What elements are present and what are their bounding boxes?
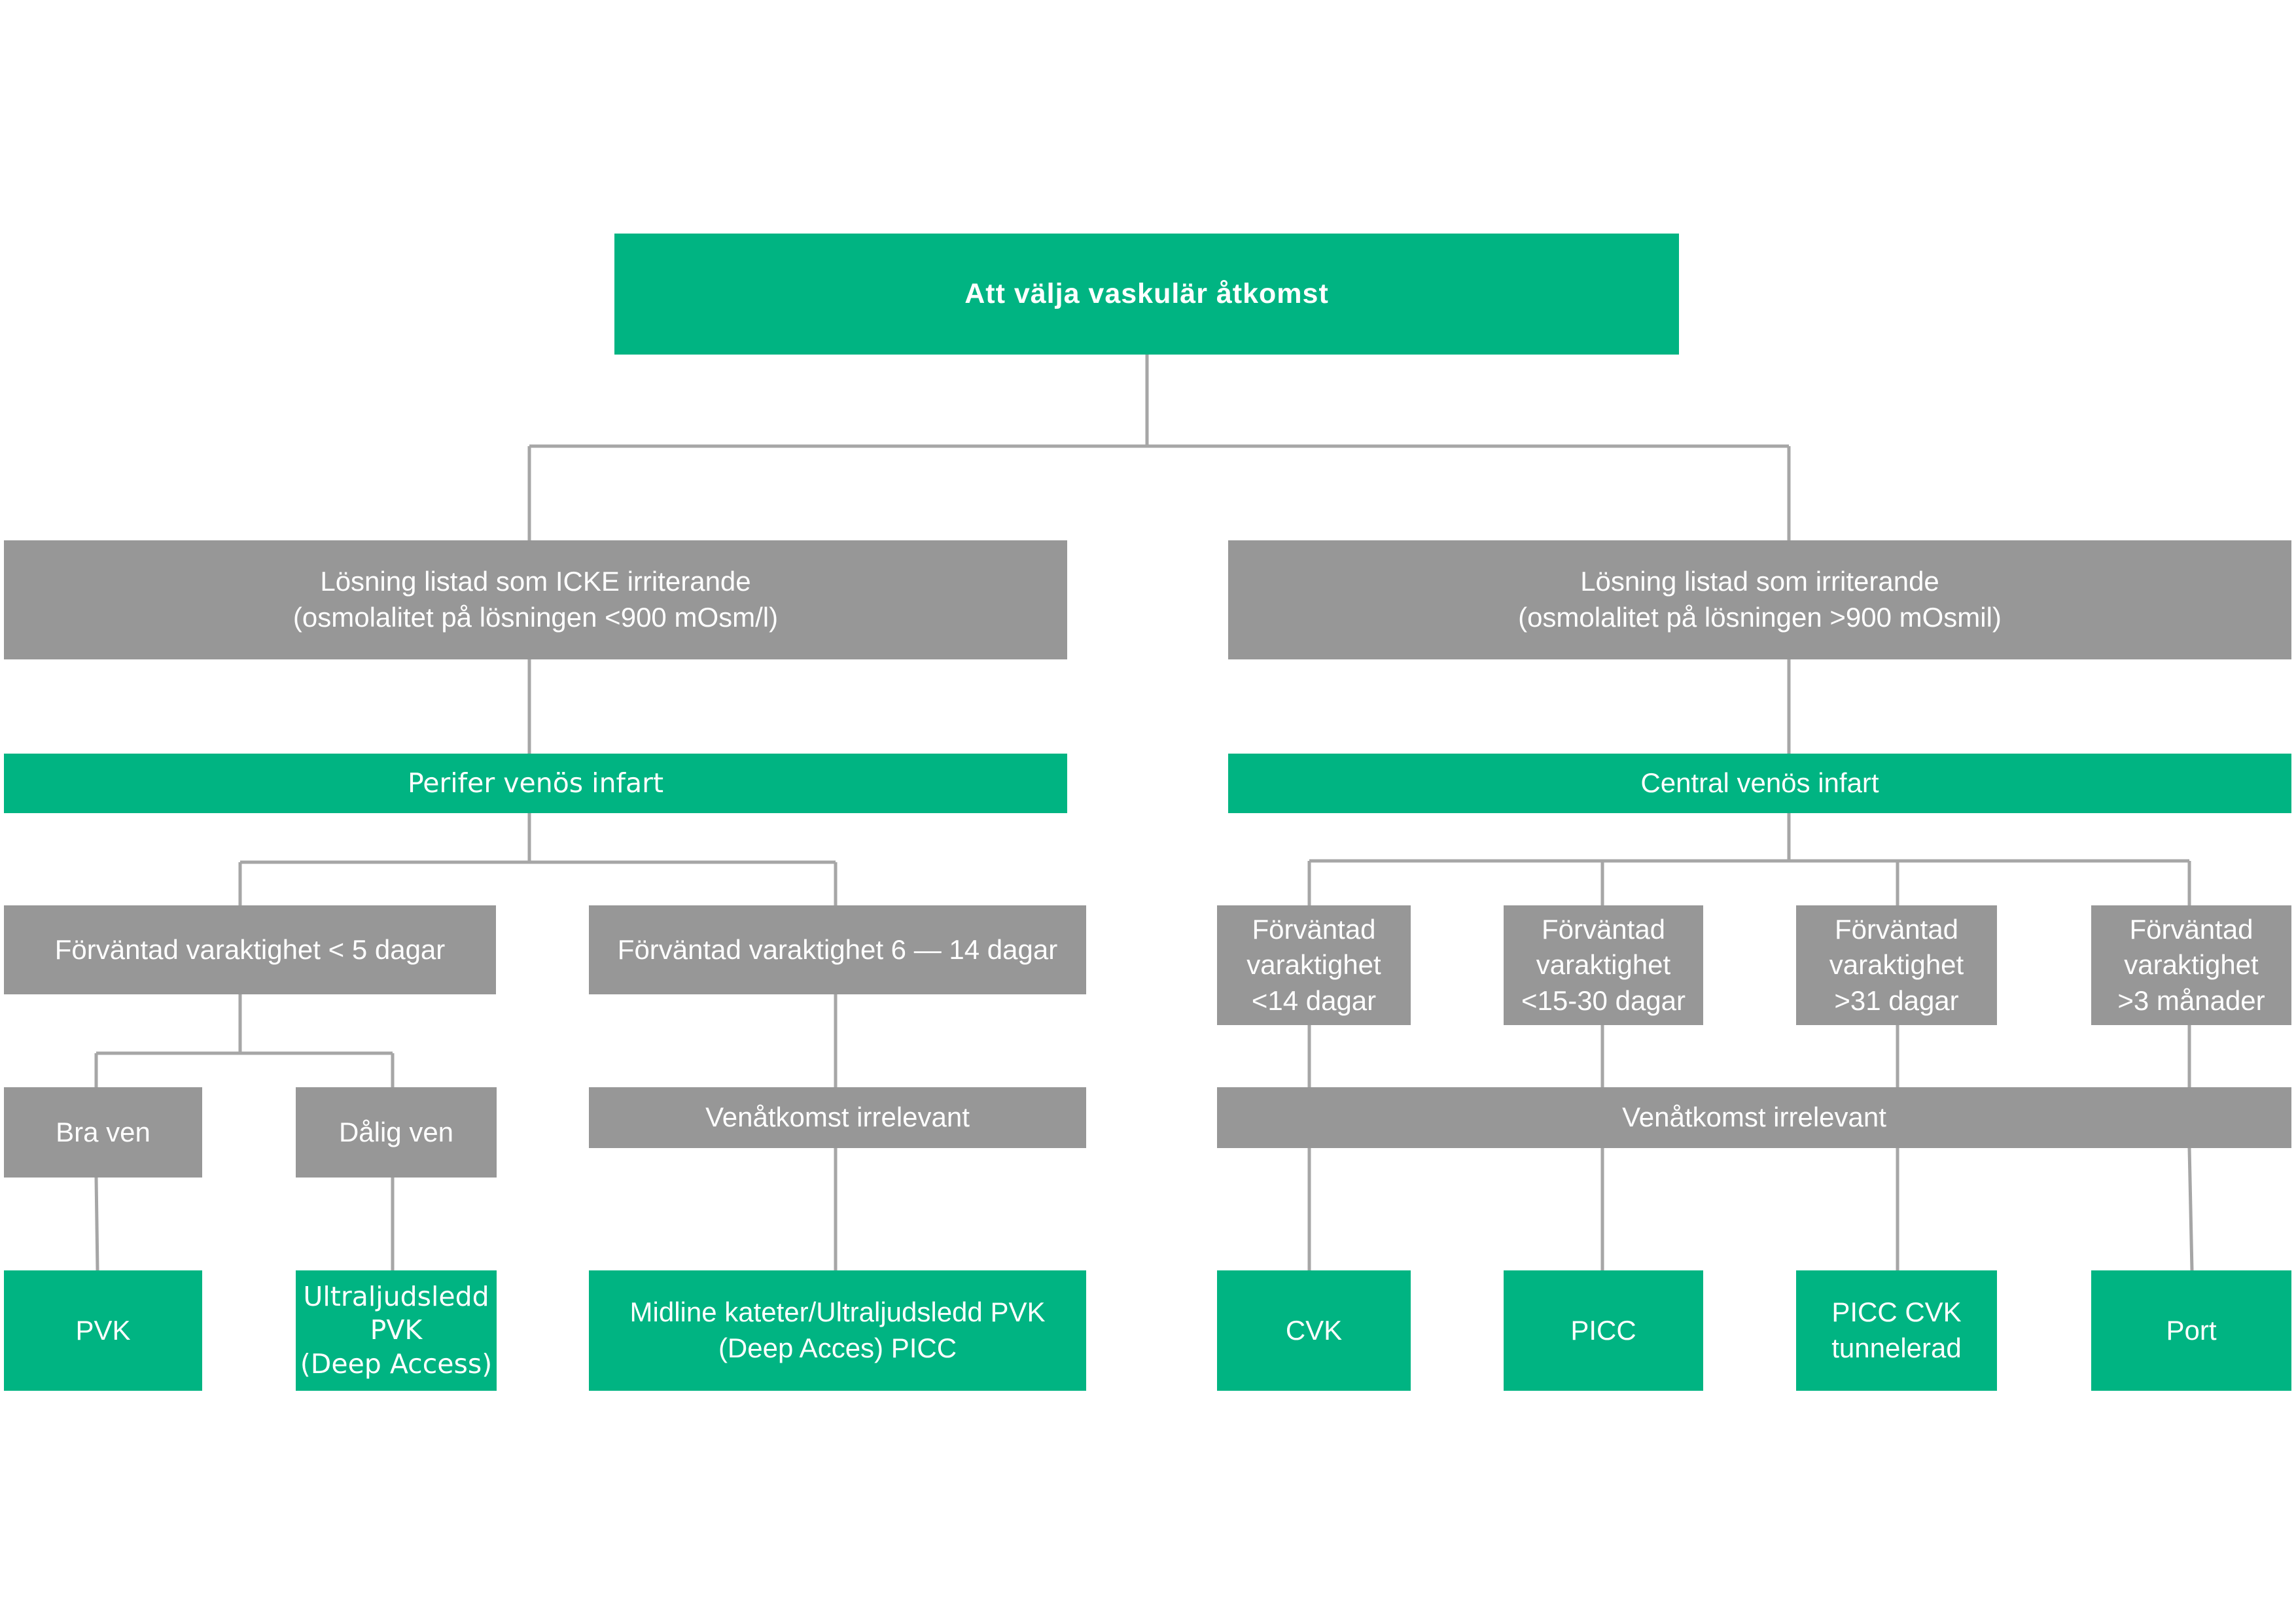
duration-over-3-months-text: Förväntad varaktighet >3 månader bbox=[2117, 913, 2265, 1016]
route-central-text: Central venös infart bbox=[1640, 767, 1879, 799]
result-ultrasound-pvk-text: Ultraljudsledd PVK (Deep Access) bbox=[300, 1281, 493, 1380]
duration-6-14-days-text: Förväntad varaktighet 6 — 14 dagar bbox=[617, 934, 1058, 965]
duration-over-31-days-text: Förväntad varaktighet >31 dagar bbox=[1829, 913, 1964, 1016]
route-peripheral-text: Perifer venös infart bbox=[407, 767, 664, 799]
condition-irritating: Lösning listad som irriterande (osmolali… bbox=[1228, 540, 2291, 659]
result-pvk-text: PVK bbox=[75, 1314, 131, 1346]
result-picc-text: PICC bbox=[1570, 1314, 1636, 1346]
result-cvk-text: CVK bbox=[1285, 1314, 1343, 1346]
duration-under-14-days-text: Förväntad varaktighet <14 dagar bbox=[1246, 913, 1381, 1016]
vein-irrelevant-left-text: Venåtkomst irrelevant bbox=[705, 1102, 970, 1133]
vein-irrelevant-right: Venåtkomst irrelevant bbox=[1217, 1087, 2291, 1148]
duration-15-30-days-text: Förväntad varaktighet <15-30 dagar bbox=[1521, 913, 1686, 1016]
result-port-text: Port bbox=[2166, 1314, 2217, 1346]
condition-not-irritating: Lösning listad som ICKE irriterande (osm… bbox=[4, 540, 1067, 659]
vein-irrelevant-left: Venåtkomst irrelevant bbox=[589, 1087, 1086, 1148]
result-ultrasound-pvk: Ultraljudsledd PVK (Deep Access) bbox=[296, 1270, 497, 1391]
result-port: Port bbox=[2091, 1270, 2291, 1391]
condition-irritating-text: Lösning listad som irriterande (osmolali… bbox=[1518, 566, 2002, 633]
diagram-title: Att välja vaskulär åtkomst bbox=[614, 234, 1679, 355]
duration-over-3-months: Förväntad varaktighet >3 månader bbox=[2091, 905, 2291, 1025]
result-picc-cvk-tunneled: PICC CVK tunnelerad bbox=[1796, 1270, 1997, 1391]
result-cvk: CVK bbox=[1217, 1270, 1411, 1391]
result-pvk: PVK bbox=[4, 1270, 202, 1391]
duration-under-5-days-text: Förväntad varaktighet < 5 dagar bbox=[54, 934, 446, 965]
duration-15-30-days: Förväntad varaktighet <15-30 dagar bbox=[1504, 905, 1703, 1025]
duration-over-31-days: Förväntad varaktighet >31 dagar bbox=[1796, 905, 1997, 1025]
good-vein-text: Bra ven bbox=[56, 1116, 150, 1147]
connector bbox=[94, 1177, 99, 1271]
route-central: Central venös infart bbox=[1228, 754, 2291, 813]
route-peripheral: Perifer venös infart bbox=[4, 754, 1067, 813]
connector bbox=[2187, 1147, 2194, 1271]
duration-6-14-days: Förväntad varaktighet 6 — 14 dagar bbox=[589, 905, 1086, 994]
result-midline: Midline kateter/Ultraljudsledd PVK (Deep… bbox=[589, 1270, 1086, 1391]
duration-under-14-days: Förväntad varaktighet <14 dagar bbox=[1217, 905, 1411, 1025]
result-picc-cvk-tunneled-text: PICC CVK tunnelerad bbox=[1831, 1297, 1962, 1363]
diagram-title-text: Att välja vaskulär åtkomst bbox=[964, 277, 1329, 309]
vein-irrelevant-right-text: Venåtkomst irrelevant bbox=[1622, 1102, 1886, 1133]
duration-under-5-days: Förväntad varaktighet < 5 dagar bbox=[4, 905, 496, 994]
result-midline-text: Midline kateter/Ultraljudsledd PVK (Deep… bbox=[629, 1297, 1046, 1363]
good-vein: Bra ven bbox=[4, 1087, 202, 1178]
poor-vein-text: Dålig ven bbox=[338, 1116, 454, 1147]
condition-not-irritating-text: Lösning listad som ICKE irriterande (osm… bbox=[292, 566, 779, 633]
result-picc: PICC bbox=[1504, 1270, 1703, 1391]
poor-vein: Dålig ven bbox=[296, 1087, 497, 1178]
